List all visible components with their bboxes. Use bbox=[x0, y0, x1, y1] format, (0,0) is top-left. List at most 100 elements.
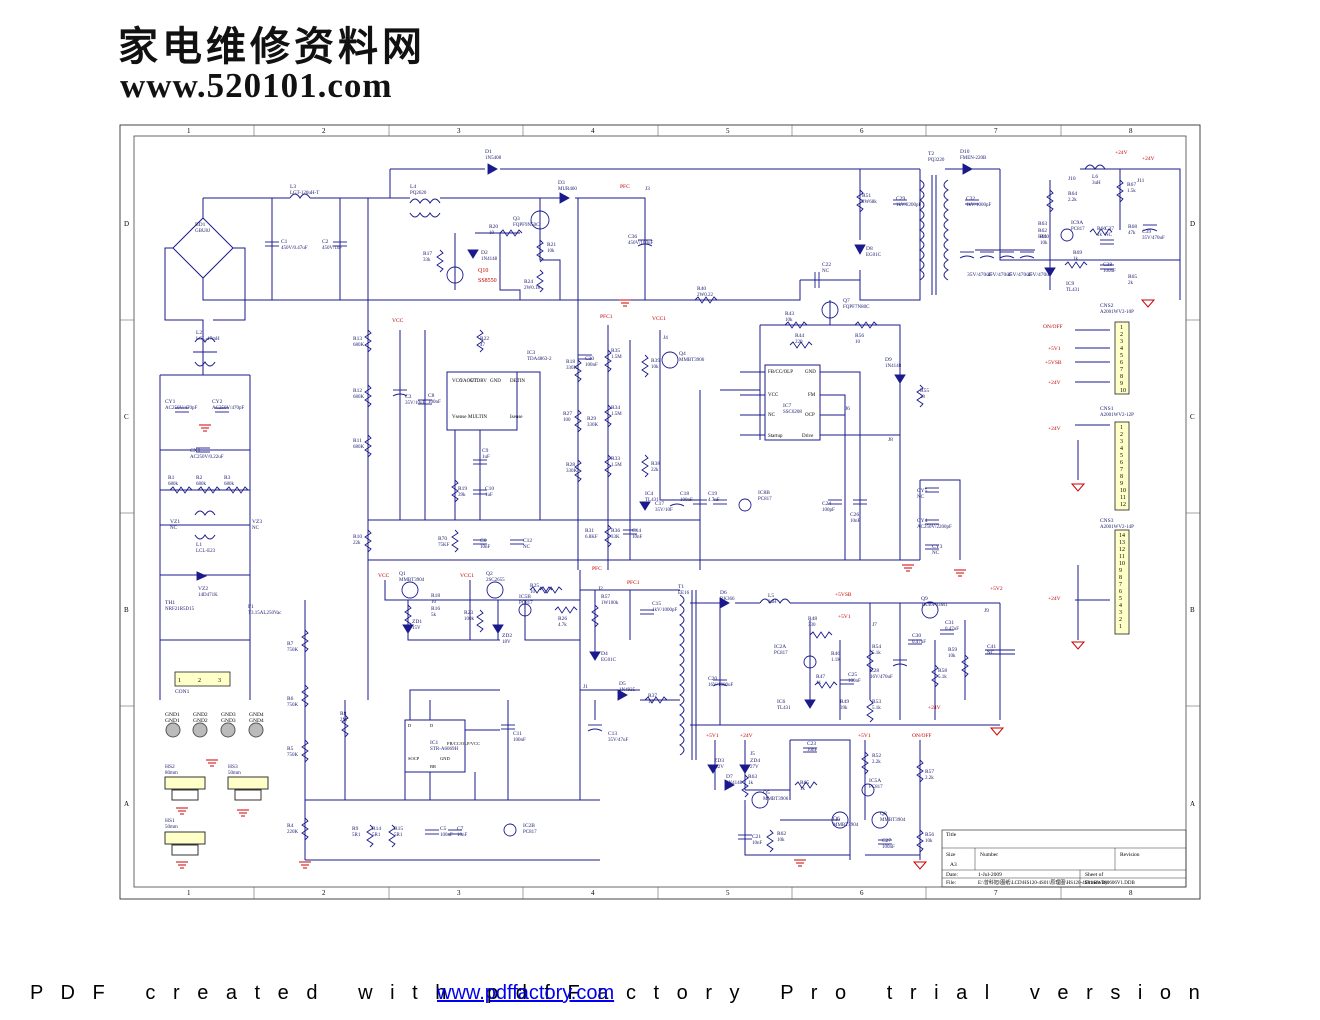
frame-col-bottom-8: 8 bbox=[1129, 889, 1133, 897]
ref-zd1: ZD1 bbox=[412, 619, 422, 625]
val-d1: 1N5408 bbox=[485, 156, 502, 161]
val-c1: 450V/0.47uF bbox=[281, 246, 308, 251]
ref-r47: R47 bbox=[816, 674, 825, 680]
ref-r18: R18 bbox=[566, 359, 575, 365]
ref-zd2: ZD2 bbox=[502, 633, 512, 639]
connector-pin-number: 5 bbox=[1119, 596, 1122, 602]
ref-r48: R48 bbox=[808, 616, 817, 622]
val-q7: FQPF7N80C bbox=[843, 305, 870, 310]
val-d7: 1N4148 bbox=[726, 781, 743, 786]
ref-c38: C38 bbox=[1103, 262, 1112, 268]
frame-col-top-2: 2 bbox=[322, 127, 326, 135]
ref-r8: R8 bbox=[340, 711, 347, 717]
val-ic9: TL431 bbox=[1066, 288, 1080, 293]
val-r43: 10k bbox=[785, 318, 793, 323]
net-v5_1b: +5V1 bbox=[838, 614, 851, 620]
ref-r2: R2 bbox=[196, 475, 203, 481]
val-r22: 47 bbox=[480, 343, 486, 348]
val-c11: 100nF bbox=[513, 738, 526, 743]
ref-d2: D2 bbox=[481, 250, 488, 256]
ground-symbols bbox=[175, 299, 1155, 870]
ref-r24: R24 bbox=[524, 279, 533, 285]
ref-ic5a: IC5A bbox=[869, 778, 881, 784]
net-j11: J11 bbox=[1137, 178, 1145, 184]
val-d10: FMEN-220B bbox=[960, 156, 987, 161]
val-d4: EG01C bbox=[601, 658, 617, 663]
val-ic5a: PC817 bbox=[869, 785, 883, 790]
ref-hs2: HS2 bbox=[165, 764, 175, 770]
ref-c29: C29 bbox=[896, 196, 905, 202]
ref-r43: R43 bbox=[785, 311, 794, 317]
ref-r67: R67 bbox=[1127, 182, 1136, 188]
ref-r56: R56 bbox=[855, 333, 864, 339]
ref-r54: R54 bbox=[872, 644, 881, 650]
net-j6: J6 bbox=[845, 406, 850, 412]
size-label: Size bbox=[946, 852, 956, 858]
val-q5: MMBT3906 bbox=[763, 797, 789, 802]
net-pfc_b: PFC bbox=[592, 566, 602, 572]
val-q9: TK40P03M1 bbox=[921, 603, 948, 608]
ref-ic3: IC3 bbox=[527, 350, 536, 356]
ref-c14: C14 bbox=[632, 528, 641, 534]
val-l6: 3uH bbox=[1092, 181, 1101, 186]
ref-c12: C12 bbox=[523, 538, 532, 544]
frame-row-right-1: C bbox=[1190, 413, 1195, 421]
footer-text: P D F c r e a t e d w i t h p d f F a c … bbox=[30, 982, 1206, 1004]
frame-col-bottom-3: 3 bbox=[457, 889, 461, 897]
ref-r20: R20 bbox=[489, 224, 498, 230]
val-c22: NC bbox=[822, 269, 830, 274]
ref-r7: R7 bbox=[287, 641, 294, 647]
val-c10: 1uF bbox=[485, 493, 493, 498]
ref-q6: Q6 bbox=[833, 816, 840, 822]
net-onoff_b: ON/OFF bbox=[912, 733, 932, 739]
val-r18b: 10 bbox=[431, 600, 437, 605]
number-label: Number bbox=[980, 852, 998, 858]
ref-r9: R9 bbox=[352, 826, 359, 832]
ref-c31b: C31 bbox=[945, 620, 954, 626]
ref-c21: C21 bbox=[752, 834, 761, 840]
val-zd1: 15V bbox=[412, 626, 421, 631]
net-c35: 35V/470uF bbox=[1007, 272, 1032, 278]
ref-cy1: CY1 bbox=[165, 399, 176, 405]
ic1-pin-0: D bbox=[408, 723, 412, 728]
ic7-pin-5: OCP bbox=[805, 413, 815, 418]
connector-pin-number: 8 bbox=[1120, 474, 1123, 480]
ref-r28: R28 bbox=[566, 462, 575, 468]
ref-r34: R34 bbox=[611, 405, 620, 411]
ref-r22: R22 bbox=[480, 336, 489, 342]
val-c31b: 0.47uF bbox=[945, 627, 959, 632]
ref-vz1: VZ1 bbox=[170, 519, 180, 525]
val-q8: MMBT3904 bbox=[880, 818, 906, 823]
net-vcc_a: VCC bbox=[392, 318, 404, 324]
connector-pin-number: 1 bbox=[1120, 425, 1123, 431]
ref-q10: Q10 bbox=[478, 268, 488, 274]
net-vcc1_a: VCC1 bbox=[652, 316, 666, 322]
val-r12: 680K bbox=[353, 395, 365, 400]
val-r56: 10 bbox=[855, 340, 861, 345]
val-c15: 1kV/1000pF bbox=[652, 608, 678, 613]
ref-t1: T1 bbox=[678, 584, 684, 590]
val-ic7: SSC6208 bbox=[783, 410, 802, 415]
connector-pin-number: 5 bbox=[1120, 353, 1123, 359]
ref-q8: Q8 bbox=[880, 811, 887, 817]
val-c41: NC bbox=[987, 651, 995, 656]
val-c39: 35V/470uF bbox=[1142, 236, 1165, 241]
net-pfc1_a: PFC1 bbox=[600, 314, 613, 320]
con1-pin-number: 3 bbox=[218, 678, 221, 684]
val-vz3: NC bbox=[252, 526, 260, 531]
gnd-pad-sub-4: GND4 bbox=[249, 718, 264, 724]
connector-pin-number: 2 bbox=[1120, 432, 1123, 438]
ref-d8: D8 bbox=[866, 246, 873, 252]
ref-r35: R35 bbox=[611, 348, 620, 354]
net-r62: R62 bbox=[1038, 228, 1047, 234]
val-r55: 33 bbox=[920, 395, 926, 400]
ref-ic6: IC6 bbox=[777, 699, 786, 705]
frame-col-top-8: 8 bbox=[1129, 127, 1133, 135]
ref-q9: Q9 bbox=[921, 596, 928, 602]
ic3-pin-0: VCC bbox=[452, 379, 463, 384]
pdffactory-link[interactable]: www.pdffactory.com bbox=[437, 982, 615, 1004]
ic3-pin-5: Vsense bbox=[452, 415, 467, 420]
val-c5: 100nF bbox=[440, 833, 453, 838]
val-cy4: AC250V/2200pF bbox=[917, 525, 952, 530]
frame-row-left-1: C bbox=[124, 413, 129, 421]
